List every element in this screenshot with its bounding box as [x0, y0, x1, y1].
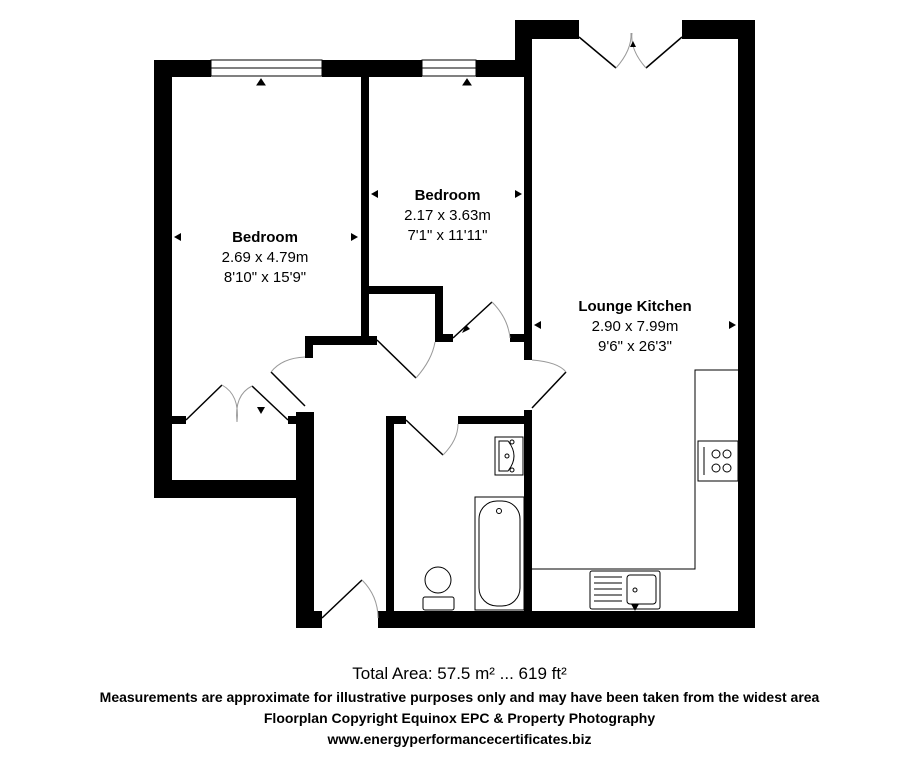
floorplan-drawing [154, 20, 755, 628]
room-name: Lounge Kitchen [578, 298, 692, 315]
room-imperial: 9'6" x 26'3" [598, 338, 672, 355]
room-bedroom-2: Bedroom 2.17 x 3.63m 7'1" x 11'11" [375, 186, 520, 246]
doors [185, 32, 683, 619]
room-metric: 2.17 x 3.63m [404, 207, 491, 224]
room-metric: 2.69 x 4.79m [221, 249, 309, 266]
copyright: Floorplan Copyright Equinox EPC & Proper… [263, 710, 656, 726]
room-arrows [174, 190, 736, 329]
disclaimer: Measurements are approximate for illustr… [99, 689, 820, 705]
kitchen-fixtures [532, 369, 739, 611]
website: www.energyperformancecertificates.biz [327, 731, 592, 747]
room-imperial: 8'10" x 15'9" [223, 269, 307, 286]
room-metric: 2.90 x 7.99m [591, 318, 679, 335]
bathroom-fixtures [422, 436, 525, 611]
room-name: Bedroom [414, 187, 481, 204]
room-name: Bedroom [232, 229, 298, 246]
walls [154, 20, 755, 628]
windows [210, 59, 477, 86]
total-area: Total Area: 57.5 m² ... 619 ft² [352, 664, 567, 683]
room-bedroom-1: Bedroom 2.69 x 4.79m 8'10" x 15'9" [180, 228, 350, 288]
room-lounge-kitchen: Lounge Kitchen 2.90 x 7.99m 9'6" x 26'3" [540, 297, 730, 357]
room-imperial: 7'1" x 11'11" [407, 227, 488, 244]
